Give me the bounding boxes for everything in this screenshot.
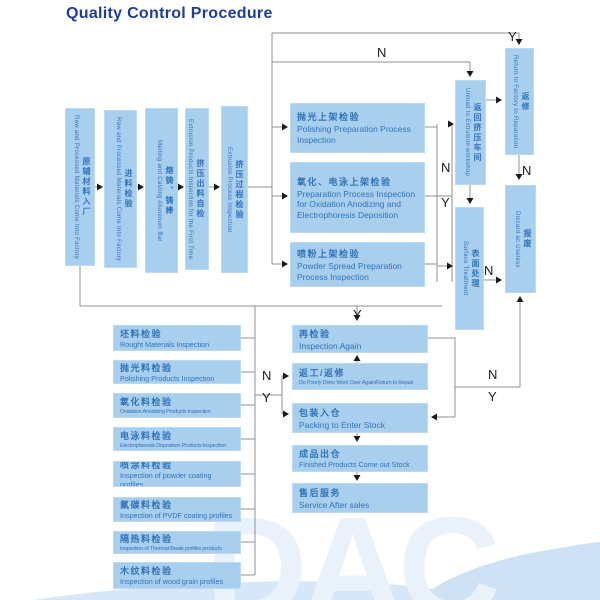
- box-wood-grain-inspection: 木纹料检验 Inspection of wood grain profiles: [113, 562, 241, 589]
- box-finished-products-out-stock-en: Finished Products Come out Stock: [299, 460, 410, 470]
- label-y-to-packing: Y: [262, 390, 271, 405]
- box-pvdf-coating-inspection: 氟碳料检验 Inspection of PVDF coating profile…: [113, 497, 241, 522]
- label-y-reinspect-to-packing: Y: [488, 389, 497, 404]
- box-extrusion-process-inspection-en: Extrusion Process Inspection: [226, 146, 232, 233]
- box-pvdf-coating-inspection-zh: 氟碳料检验: [120, 500, 173, 511]
- box-after-sales-service: 售后服务 Service After sales: [292, 483, 428, 513]
- box-return-to-reparation-en: Return to Factory to Reparation: [512, 54, 518, 149]
- box-rough-materials-inspection-zh: 坯料检验: [120, 328, 163, 339]
- box-melting-casting-en: Melting and Casting Aluminum Bar: [156, 139, 162, 242]
- box-extrusion-first-inspection-zh: 挤压出料自检: [196, 159, 205, 219]
- box-raw-materials-entry: 原辅材料入厂 Raw and Processed Materials Come …: [65, 108, 95, 266]
- box-return-extrusion-workshop-zh: 返回挤压车间: [473, 102, 482, 163]
- box-powder-coating-inspection: 喷涂料检验 Inspection of powder coating profi…: [113, 461, 241, 487]
- box-raw-materials-entry-en: Raw and Processed Materials Come Into Fa…: [73, 114, 79, 260]
- box-extrusion-process-inspection-zh: 挤压过程检验: [235, 159, 244, 220]
- box-rework-repair: 返工/返修 Do Poorly Done Work Over Again/Ret…: [292, 363, 428, 390]
- box-electrophoresis-products-inspection-zh: 电泳料检验: [120, 430, 173, 441]
- box-return-extrusion-workshop-en: Unload to Extrusion workshop: [464, 88, 470, 177]
- label-y-to-reparation: Y: [508, 29, 517, 44]
- box-rough-materials-inspection-en: Rought Materials Inspection: [120, 339, 210, 349]
- label-n-reparation-to-discard: N: [522, 163, 532, 178]
- box-rework-repair-zh: 返工/返修: [299, 368, 346, 379]
- box-oxidation-products-inspection: 氧化料检验 Oxidation Anodizing Products Inspe…: [113, 393, 241, 418]
- box-extrusion-first-inspection-en: Extrusion Products Inspection for the Fi…: [187, 118, 193, 260]
- box-electrophoresis-products-inspection: 电泳料检验 Electrophoresis Deposition Product…: [113, 427, 241, 451]
- box-incoming-material-inspection-en: Raw and Processed Materials Come Into Fa…: [115, 116, 121, 262]
- box-surface-treatment-zh: 表面处理: [471, 248, 480, 289]
- label-n-rack-inspection: N: [441, 160, 451, 175]
- label-n-surface-to-discard: N: [484, 263, 494, 278]
- box-extrusion-first-inspection: 挤压出料自检 Extrusion Products Inspection for…: [185, 108, 209, 270]
- box-powder-spread-prep-inspection-en: Powder Spread Preparation Process Inspec…: [297, 260, 402, 282]
- box-rework-repair-en: Do Poorly Done Work Over Again/Return to…: [299, 380, 414, 387]
- label-y-to-surface-treatment: Y: [441, 195, 450, 210]
- box-electrophoresis-products-inspection-en: Electrophoresis Deposition Products Insp…: [120, 442, 227, 449]
- box-raw-materials-entry-zh: 原辅材料入厂: [82, 157, 91, 217]
- box-finished-products-out-stock-zh: 成品出仓: [299, 449, 342, 460]
- box-surface-treatment-en: Surface Treatment: [462, 241, 468, 296]
- box-oxidation-electrophoresis-prep-inspection-zh: 氧化、电泳上架检验: [297, 176, 392, 187]
- box-polishing-prep-inspection-en: Polishing Preparation Process Inspection: [297, 124, 411, 145]
- box-return-to-reparation-zh: 返修: [521, 91, 530, 112]
- box-inspection-again-en: Inspection Again: [299, 340, 362, 351]
- label-n-reinspect-to-discard: N: [488, 367, 498, 382]
- box-packing-enter-stock-en: Packing to Enter Stock: [299, 419, 385, 430]
- box-polishing-products-inspection-en: Polishing Products Inspection: [120, 373, 215, 383]
- box-incoming-material-inspection: 进料检验 Raw and Processed Materials Come In…: [104, 110, 137, 268]
- box-discard-as-useless-zh: 报废: [523, 229, 532, 249]
- box-thermal-break-inspection-zh: 隔热料检验: [120, 534, 173, 545]
- label-n-to-extrusion-workshop: N: [377, 45, 387, 60]
- box-oxidation-electrophoresis-prep-inspection: 氧化、电泳上架检验 Preparation Process Inspection…: [290, 162, 425, 233]
- box-powder-coating-inspection-zh: 喷涂料检验: [120, 461, 173, 471]
- box-powder-spread-prep-inspection-zh: 喷粉上架检验: [297, 248, 361, 259]
- box-packing-enter-stock-zh: 包装入仓: [299, 407, 342, 418]
- box-inspection-again: 再检验 Inspection Again: [292, 325, 428, 353]
- box-oxidation-electrophoresis-prep-inspection-en: Preparation Process Inspection for Oxida…: [297, 188, 416, 220]
- box-rough-materials-inspection: 坯料检验 Rought Materials Inspection: [113, 325, 241, 351]
- box-melting-casting: 熔铸、铸棒 Melting and Casting Aluminum Bar: [145, 108, 178, 273]
- label-n-to-rework: N: [262, 368, 272, 383]
- box-surface-treatment: 表面处理 Surface Treatment: [455, 207, 484, 330]
- box-polishing-products-inspection-zh: 抛光料检验: [120, 362, 173, 373]
- box-powder-spread-prep-inspection: 喷粉上架检验 Powder Spread Preparation Process…: [290, 242, 425, 287]
- box-discard-as-useless-en: Discard ac Useless: [514, 210, 520, 268]
- box-incoming-material-inspection-zh: 进料检验: [124, 169, 133, 209]
- box-discard-as-useless: 报废 Discard ac Useless: [505, 185, 536, 293]
- box-powder-coating-inspection-en: Inspection of powder coating profiles: [120, 471, 212, 487]
- box-thermal-break-inspection-en: Inspection of Thermal-Break profiles pro…: [120, 546, 222, 553]
- box-oxidation-products-inspection-en: Oxidation Anodizing Products Inspection: [120, 409, 211, 416]
- box-after-sales-service-zh: 售后服务: [299, 487, 342, 498]
- box-packing-enter-stock: 包装入仓 Packing to Enter Stock: [292, 403, 428, 433]
- box-return-to-reparation: 返修 Return to Factory to Reparation: [505, 48, 534, 155]
- box-after-sales-service-en: Service After sales: [299, 499, 370, 510]
- box-melting-casting-zh: 熔铸、铸棒: [165, 165, 174, 216]
- page-title: Quality Control Procedure: [66, 5, 273, 22]
- box-oxidation-products-inspection-zh: 氧化料检验: [120, 397, 173, 408]
- box-wood-grain-inspection-en: Inspection of wood grain profiles: [120, 577, 224, 587]
- box-wood-grain-inspection-zh: 木纹料检验: [120, 566, 173, 577]
- box-polishing-prep-inspection: 抛光上架检验 Polishing Preparation Process Ins…: [290, 103, 425, 153]
- label-y-to-inspection-again: Y: [353, 307, 362, 322]
- box-polishing-products-inspection: 抛光料检验 Polishing Products Inspection: [113, 360, 241, 384]
- box-return-extrusion-workshop: 返回挤压车间 Unload to Extrusion workshop: [455, 80, 486, 185]
- box-pvdf-coating-inspection-en: Inspection of PVDF coating profiles: [120, 511, 233, 521]
- box-finished-products-out-stock: 成品出仓 Finished Products Come out Stock: [292, 445, 428, 472]
- box-polishing-prep-inspection-zh: 抛光上架检验: [297, 112, 361, 123]
- box-inspection-again-zh: 再检验: [299, 328, 331, 339]
- box-extrusion-process-inspection: 挤压过程检验 Extrusion Process Inspection: [221, 106, 248, 273]
- box-thermal-break-inspection: 隔热料检验 Inspection of Thermal-Break profil…: [113, 531, 241, 554]
